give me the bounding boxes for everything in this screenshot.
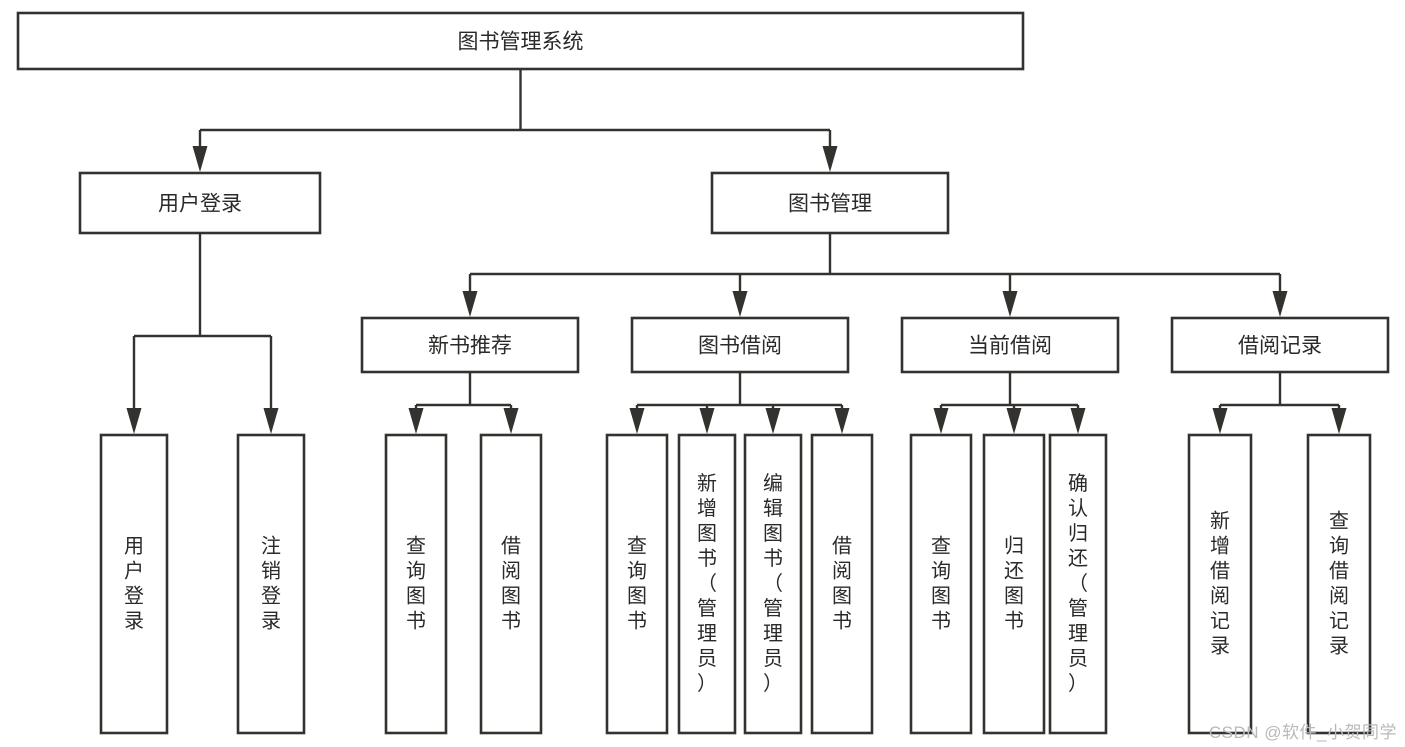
node-leaf-borrow-book-1[interactable]: 借阅图书 xyxy=(479,433,543,735)
node-label-borrow: 图书借阅 xyxy=(698,335,782,358)
node-label-leaf-query-book-2: 查询图书 xyxy=(627,535,647,633)
node-newbook[interactable]: 新书推荐 xyxy=(360,316,580,374)
node-box-leaf-add-record[interactable] xyxy=(1187,433,1253,735)
node-leaf-return-book[interactable]: 归还图书 xyxy=(982,433,1046,735)
node-box-leaf-query-book-3[interactable] xyxy=(909,433,973,735)
node-label-leaf-edit-book: 编辑图书（管理员） xyxy=(763,472,783,695)
arrow-head-icon xyxy=(933,408,949,434)
connector-group-records xyxy=(1212,372,1347,434)
node-leaf-user-login[interactable]: 用户登录 xyxy=(99,433,169,735)
node-box-leaf-logout-login[interactable] xyxy=(236,433,306,735)
node-leaf-borrow-book-2[interactable]: 借阅图书 xyxy=(810,433,874,735)
node-label-leaf-logout-login: 注销登录 xyxy=(261,535,281,633)
node-leaf-query-book-2[interactable]: 查询图书 xyxy=(605,433,669,735)
node-label-leaf-borrow-book-1: 借阅图书 xyxy=(501,535,521,633)
node-leaf-query-record[interactable]: 查询借阅记录 xyxy=(1306,433,1372,735)
node-current[interactable]: 当前借阅 xyxy=(900,316,1120,374)
node-box-bookmgmt[interactable] xyxy=(710,171,950,235)
node-box-current[interactable] xyxy=(900,316,1120,374)
node-label-leaf-query-book-3: 查询图书 xyxy=(931,535,951,633)
node-label-leaf-return-book: 归还图书 xyxy=(1004,535,1024,633)
node-box-leaf-query-book-1[interactable] xyxy=(384,433,448,735)
arrow-head-icon xyxy=(462,291,478,317)
node-box-leaf-query-record[interactable] xyxy=(1306,433,1372,735)
node-box-login[interactable] xyxy=(78,171,322,235)
node-box-leaf-return-book[interactable] xyxy=(982,433,1046,735)
node-layer: 图书管理系统用户登录图书管理新书推荐图书借阅当前借阅借阅记录用户登录注销登录查询… xyxy=(16,11,1390,735)
node-leaf-edit-book[interactable]: 编辑图书（管理员） xyxy=(743,433,803,735)
arrow-head-icon xyxy=(732,291,748,317)
connector-group-login xyxy=(126,233,279,434)
node-box-leaf-query-book-2[interactable] xyxy=(605,433,669,735)
connector-group-current xyxy=(933,372,1086,434)
node-label-leaf-query-book-1: 查询图书 xyxy=(406,535,426,633)
arrow-head-icon xyxy=(699,408,715,434)
arrow-head-icon xyxy=(263,408,279,434)
node-label-bookmgmt: 图书管理 xyxy=(788,193,872,216)
connector-layer xyxy=(126,69,1347,434)
node-records[interactable]: 借阅记录 xyxy=(1170,316,1390,374)
node-box-borrow[interactable] xyxy=(630,316,850,374)
node-box-leaf-add-book[interactable] xyxy=(677,433,737,735)
node-box-leaf-edit-book[interactable] xyxy=(743,433,803,735)
arrow-head-icon xyxy=(1002,291,1018,317)
node-borrow[interactable]: 图书借阅 xyxy=(630,316,850,374)
node-label-leaf-query-record: 查询借阅记录 xyxy=(1329,510,1349,658)
node-label-leaf-borrow-book-2: 借阅图书 xyxy=(832,535,852,633)
node-label-leaf-confirm-return: 确认归还（管理员） xyxy=(1068,472,1088,695)
node-label-records: 借阅记录 xyxy=(1238,335,1322,358)
node-box-newbook[interactable] xyxy=(360,316,580,374)
node-label-leaf-add-record: 新增借阅记录 xyxy=(1210,510,1230,658)
arrow-head-icon xyxy=(822,146,838,172)
arrow-head-icon xyxy=(408,408,424,434)
node-label-login: 用户登录 xyxy=(158,193,242,216)
node-leaf-confirm-return[interactable]: 确认归还（管理员） xyxy=(1048,433,1108,735)
arrow-head-icon xyxy=(503,408,519,434)
node-box-leaf-confirm-return[interactable] xyxy=(1048,433,1108,735)
arrow-head-icon xyxy=(765,408,781,434)
arrow-head-icon xyxy=(192,146,208,172)
node-root[interactable]: 图书管理系统 xyxy=(16,11,1025,71)
node-box-leaf-user-login[interactable] xyxy=(99,433,169,735)
node-login[interactable]: 用户登录 xyxy=(78,171,322,235)
connector-group-newbook xyxy=(408,372,519,434)
node-box-records[interactable] xyxy=(1170,316,1390,374)
arrow-head-icon xyxy=(1070,408,1086,434)
node-box-root[interactable] xyxy=(16,11,1025,71)
arrow-head-icon xyxy=(834,408,850,434)
node-leaf-query-book-3[interactable]: 查询图书 xyxy=(909,433,973,735)
node-leaf-add-record[interactable]: 新增借阅记录 xyxy=(1187,433,1253,735)
node-label-newbook: 新书推荐 xyxy=(428,335,512,358)
node-label-leaf-add-book: 新增图书（管理员） xyxy=(697,472,717,695)
arrow-head-icon xyxy=(1212,408,1228,434)
connector-group-borrow xyxy=(629,372,850,434)
node-label-current: 当前借阅 xyxy=(968,335,1052,358)
arrow-head-icon xyxy=(1006,408,1022,434)
node-box-leaf-borrow-book-2[interactable] xyxy=(810,433,874,735)
node-label-root: 图书管理系统 xyxy=(458,31,584,54)
connector-group-bookmgmt xyxy=(462,233,1288,317)
arrow-head-icon xyxy=(629,408,645,434)
node-label-leaf-user-login: 用户登录 xyxy=(124,536,144,633)
node-leaf-query-book-1[interactable]: 查询图书 xyxy=(384,433,448,735)
node-leaf-add-book[interactable]: 新增图书（管理员） xyxy=(677,433,737,735)
node-box-leaf-borrow-book-1[interactable] xyxy=(479,433,543,735)
node-bookmgmt[interactable]: 图书管理 xyxy=(710,171,950,235)
node-leaf-logout-login[interactable]: 注销登录 xyxy=(236,433,306,735)
arrow-head-icon xyxy=(1272,291,1288,317)
arrow-head-icon xyxy=(126,408,142,434)
arrow-head-icon xyxy=(1331,408,1347,434)
connector-group-root xyxy=(192,69,838,172)
